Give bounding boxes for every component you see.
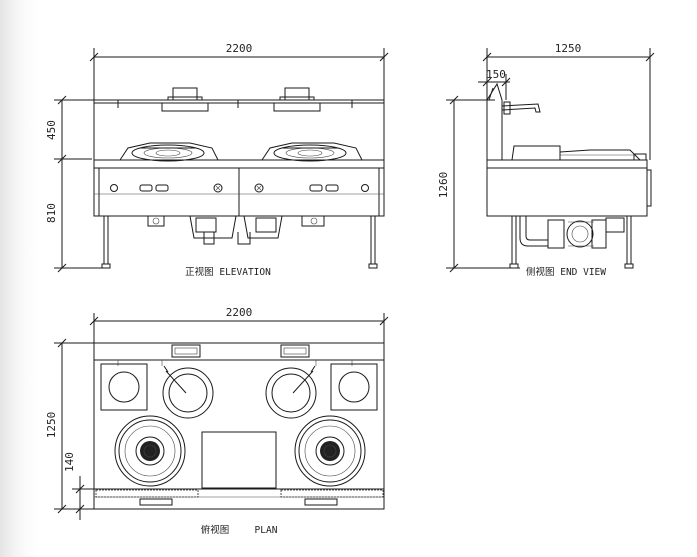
- elevation-height-dimension: 450 810: [45, 95, 108, 273]
- plan-depth-label: 1250: [45, 412, 58, 439]
- elevation-width-dimension: 2200: [89, 42, 389, 100]
- end-view-wok: [511, 145, 647, 161]
- end-view: 1250 150 1260: [437, 42, 655, 278]
- end-view-caption: 侧视图 END VIEW: [526, 266, 606, 278]
- plan-caption-en: PLAN: [255, 525, 278, 536]
- plan-stock-pot-right: [330, 363, 378, 411]
- plan-view: 2200 1250 140: [45, 306, 389, 536]
- end-view-cabinet: [486, 159, 648, 217]
- plan-caption-cn: 俯视图: [201, 524, 230, 536]
- plan-wok-burner-left: [114, 415, 186, 487]
- end-view-blower-unit: [519, 216, 625, 249]
- end-view-width-dimension: 1250: [482, 42, 655, 160]
- plan-front-label: 140: [63, 452, 76, 472]
- plan-stock-pot-left: [100, 363, 148, 411]
- end-view-offset-label: 150: [486, 68, 506, 81]
- end-view-height-dimension: 1260: [437, 95, 520, 273]
- end-view-height-label: 1260: [437, 172, 450, 199]
- elevation-backsplash: [93, 99, 385, 161]
- plan-water-well-left: [162, 365, 214, 419]
- plan-wok-burner-right: [294, 415, 366, 487]
- plan-front-dimension: 140: [63, 452, 94, 520]
- elevation-control-knobs: [110, 183, 369, 193]
- end-view-legs: [509, 216, 634, 269]
- elevation-upper-height-label: 450: [45, 120, 58, 140]
- plan-center-drain: [201, 431, 277, 489]
- elevation-wok-right: [261, 142, 363, 162]
- elevation-caption: 正视图 ELEVATION: [185, 266, 271, 278]
- elevation-view: 2200 450 810: [45, 42, 389, 278]
- plan-depth-dimension: 1250: [45, 338, 94, 514]
- end-view-offset-dimension: 150: [478, 68, 511, 100]
- elevation-legs: [101, 216, 378, 269]
- plan-width-dimension: 2200: [89, 306, 389, 343]
- elevation-blower-unit: [147, 215, 325, 245]
- end-view-faucet: [501, 101, 541, 115]
- elevation-faucet-right: [273, 87, 353, 112]
- elevation-lower-height-label: 810: [45, 203, 58, 223]
- plan-outline: [93, 342, 385, 510]
- elevation-wok-left: [119, 142, 219, 162]
- elevation-faucet-left: [117, 87, 239, 112]
- plan-front-trough: [94, 488, 384, 506]
- elevation-width-label: 2200: [226, 42, 253, 55]
- plan-water-well-right: [265, 365, 317, 419]
- plan-faucet-boxes: [117, 344, 353, 366]
- end-view-width-label: 1250: [555, 42, 582, 55]
- plan-width-label: 2200: [226, 306, 253, 319]
- end-view-backsplash: [486, 82, 503, 160]
